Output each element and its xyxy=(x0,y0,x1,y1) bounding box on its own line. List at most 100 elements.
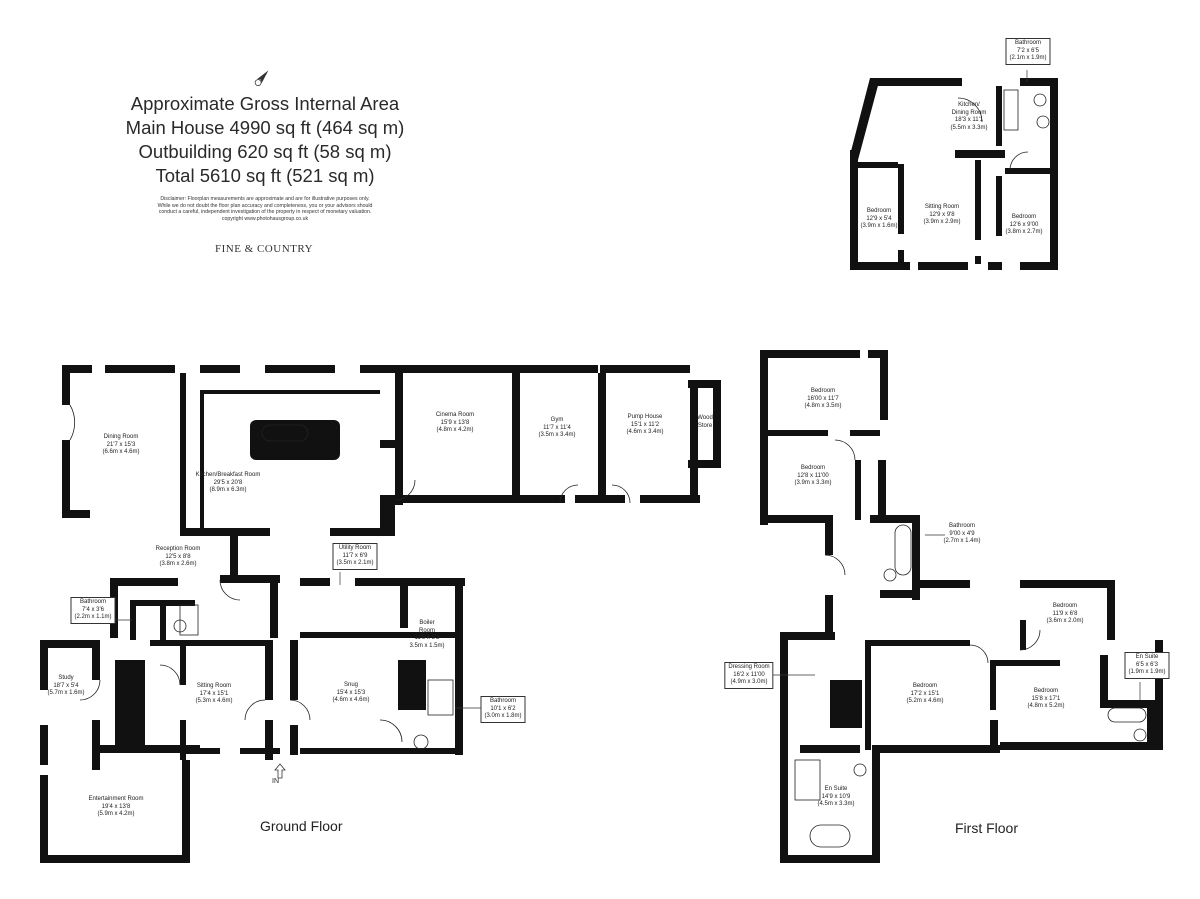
room-size-imperial: 12'9 x 5'4 xyxy=(866,215,892,222)
room-name: Snug xyxy=(343,682,359,688)
room-name: Sitting Room xyxy=(924,204,960,210)
room-label-bedroom: Bedroom 12'6 x 9'00 (3.8m x 2.7m) xyxy=(1005,214,1042,237)
room-size-metric: (2.2m x 1.1m) xyxy=(74,614,112,621)
room-size-metric: (3.9m x 2.9m) xyxy=(923,219,961,226)
room-size-metric: (1.9m x 1.9m) xyxy=(1128,669,1166,676)
room-name: Boiler xyxy=(419,620,435,626)
room-label-en-suite: En Suite 14'9 x 10'9 (4.5m x 3.3m) xyxy=(817,786,854,809)
room-name: Dressing Room xyxy=(728,664,770,670)
room-size-metric: (2.7m x 1.4m) xyxy=(943,538,981,545)
room-size-imperial: 21'7 x 15'3 xyxy=(106,441,136,448)
room-size-metric: (3.6m x 2.0m) xyxy=(1046,618,1084,625)
room-name: Kitchen/ xyxy=(958,102,980,108)
disclaimer-line: conduct a careful, independent investiga… xyxy=(158,209,372,216)
room-size-imperial: 10'1 x 6'2 xyxy=(490,705,516,712)
room-size-imperial: 16'00 x 11'7 xyxy=(807,395,839,402)
room-name: Utility Room xyxy=(338,545,372,551)
room-name: Bedroom xyxy=(1033,688,1059,694)
room-size-imperial: 12'5 x 8'8 xyxy=(165,553,191,560)
room-label-gym: Gym 11'7 x 11'4 (3.5m x 3.4m) xyxy=(538,417,575,440)
north-arrow-icon xyxy=(254,70,269,86)
room-label-cinema-room: Cinema Room 15'9 x 13'8 (4.8m x 4.2m) xyxy=(436,412,474,435)
room-size-metric: (4.8m x 5.2m) xyxy=(1027,703,1065,710)
room-label-sitting-room: Sitting Room 17'4 x 15'1 (5.3m x 4.6m) xyxy=(195,683,232,706)
room-size-metric: (3.0m x 1.8m) xyxy=(484,713,522,720)
room-label-bedroom: Bedroom 17'2 x 15'1 (5.2m x 4.6m) xyxy=(906,683,943,706)
room-name: Reception Room xyxy=(155,546,201,552)
room-label-bedroom: Bedroom 12'9 x 5'4 (3.9m x 1.6m) xyxy=(860,208,897,231)
room-size-imperial: 14'9 x 10'9 xyxy=(821,793,851,800)
room-name: Bathroom xyxy=(79,599,107,605)
room-size-imperial: 11'7 x 11'4 xyxy=(543,424,571,431)
room-label-study: Study 18'7 x 5'4 (5.7m x 1.6m) xyxy=(47,675,84,698)
room-name: Bedroom xyxy=(1052,603,1078,609)
room-name: Pump House xyxy=(627,414,663,420)
room-label-bedroom: Bedroom 15'8 x 17'1 (4.8m x 5.2m) xyxy=(1027,688,1064,711)
room-label-bathroom: Bathroom 7'4 x 3'6 (2.2m x 1.1m) xyxy=(70,597,116,624)
outbuilding-plan xyxy=(850,78,1058,270)
room-size-imperial: 17'4 x 15'1 xyxy=(199,690,229,697)
room-label-snug: Snug 15'4 x 15'3 (4.6m x 4.6m) xyxy=(332,682,369,705)
area-title: Approximate Gross Internal Area xyxy=(130,93,400,114)
room-name: Dining Room xyxy=(103,434,139,440)
room-label-dressing-room: Dressing Room 16'2 x 11'00 (4.9m x 3.0m) xyxy=(724,662,774,689)
copyright: copyright www.photohausgroup.co.uk xyxy=(221,215,309,222)
ground-floor-plan xyxy=(40,365,721,863)
room-name: Bedroom xyxy=(800,465,826,471)
ground-floor-label: Ground Floor xyxy=(260,818,343,834)
room-size-metric: (5.3m x 4.6m) xyxy=(195,698,233,705)
room-size-metric: (4.6m x 4.6m) xyxy=(332,697,370,704)
room-label-kitchen-breakfast-room: Kitchen/Breakfast Room 29'5 x 20'8 (8.9m… xyxy=(196,472,261,495)
room-size-metric: (3.9m x 3.3m) xyxy=(794,480,832,487)
room-size-imperial: 9'00 x 4'9 xyxy=(949,530,975,537)
room-size-metric: 3.5m x 1.5m) xyxy=(409,642,445,649)
room-label-dining-room: Dining Room 21'7 x 15'3 (6.6m x 4.6m) xyxy=(102,434,139,457)
room-size-imperial: 16'2 x 11'00 xyxy=(733,671,765,678)
room-size-metric: (4.6m x 3.4m) xyxy=(626,429,664,436)
room-size-metric: (3.5m x 2.1m) xyxy=(336,560,374,567)
room-size-metric: (2.1m x 1.9m) xyxy=(1009,55,1047,62)
room-label-utility-room: Utility Room 11'7 x 6'9 (3.5m x 2.1m) xyxy=(332,543,378,570)
room-name: Room xyxy=(418,627,436,634)
room-label-bedroom: Bedroom 12'8 x 11'00 (3.9m x 3.3m) xyxy=(794,465,831,488)
room-size-imperial: 15'8 x 17'1 xyxy=(1031,695,1061,702)
room-label-entertainment-room: Entertainment Room 19'4 x 13'8 (5.9m x 4… xyxy=(88,796,143,819)
room-name: En Suite xyxy=(1135,654,1159,660)
room-size-metric: (3.9m x 1.6m) xyxy=(860,223,898,230)
room-size-metric: (5.5m x 3.3m) xyxy=(950,124,988,131)
room-size-imperial: 11'7 x 6'9 xyxy=(342,552,368,559)
room-name: Bedroom xyxy=(810,388,836,394)
first-floor-label: First Floor xyxy=(955,820,1018,836)
room-size-metric: (3.8m x 2.7m) xyxy=(1005,229,1043,236)
room-label-bathroom: Bathroom 9'00 x 4'9 (2.7m x 1.4m) xyxy=(943,523,980,546)
room-size-metric: (4.8m x 4.2m) xyxy=(436,427,474,434)
room-name: Bathroom xyxy=(1014,40,1042,46)
room-size-imperial: 15'4 x 15'3 xyxy=(336,689,366,696)
room-label-bathroom: Bathroom 7'2 x 6'5 (2.1m x 1.9m) xyxy=(1005,38,1051,65)
entrance-label: IN xyxy=(272,778,279,785)
up-arrow-icon xyxy=(274,763,286,779)
room-name: Bedroom xyxy=(866,208,892,214)
room-size-imperial: 19'4 x 13'8 xyxy=(101,803,131,810)
room-size-metric: (4.5m x 3.3m) xyxy=(817,801,855,808)
room-size-metric: (8.9m x 6.3m) xyxy=(209,487,247,494)
total-area: Total 5610 sq ft (521 sq m) xyxy=(155,165,375,186)
room-size-metric: (3.5m x 3.4m) xyxy=(538,432,576,439)
room-name: Bathroom xyxy=(948,523,976,529)
room-name: Cinema Room xyxy=(435,412,475,418)
room-size-imperial: 6'5 x 6'3 xyxy=(1136,661,1158,668)
room-size-metric: (4.9m x 3.0m) xyxy=(730,679,768,686)
room-name: Wood xyxy=(697,415,713,421)
room-name: Dining Room xyxy=(951,109,987,116)
room-name: Store xyxy=(697,422,713,429)
room-name: Bedroom xyxy=(912,683,938,689)
room-label-bathroom: Bathroom 10'1 x 6'2 (3.0m x 1.8m) xyxy=(480,696,526,723)
room-label-reception-room: Reception Room 12'5 x 8'8 (3.8m x 2.6m) xyxy=(156,546,201,569)
room-name: Bedroom xyxy=(1011,214,1037,220)
room-size-imperial: 11'5 x 5'2 xyxy=(414,635,440,642)
room-size-imperial: 18'3 x 11'1 xyxy=(954,117,984,124)
room-size-metric: (6.6m x 4.6m) xyxy=(102,449,140,456)
outbuilding-area: Outbuilding 620 sq ft (58 sq m) xyxy=(138,141,392,162)
room-name: En Suite xyxy=(824,786,848,792)
